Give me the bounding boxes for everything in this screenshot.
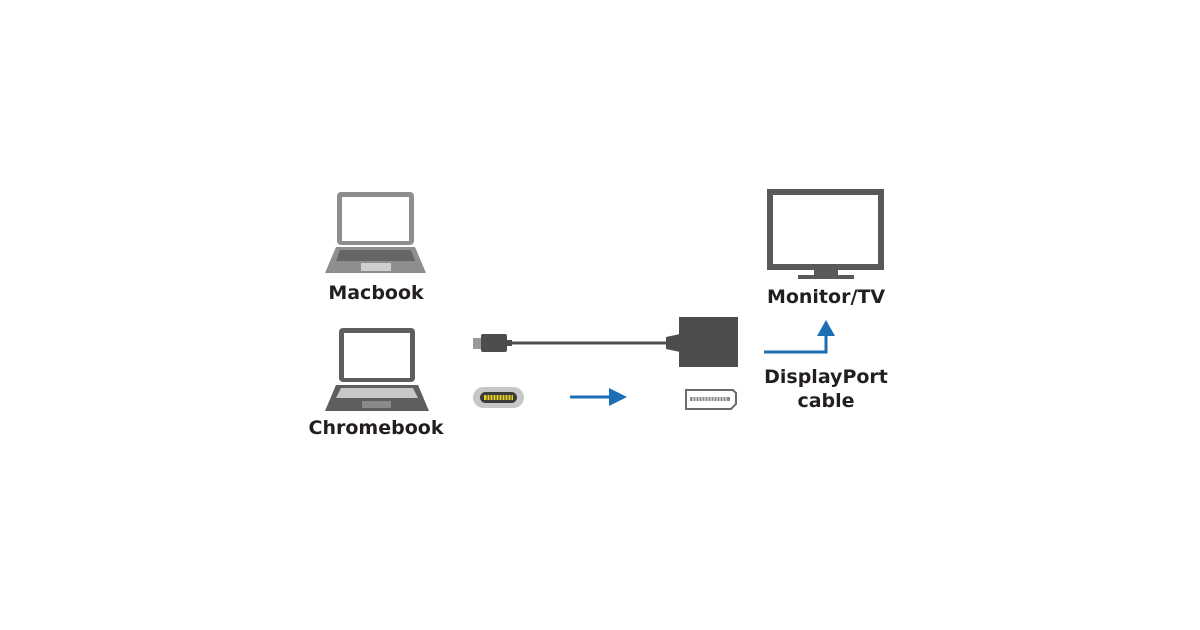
adapter-box: [679, 317, 738, 367]
chromebook-laptop-icon: [325, 328, 429, 411]
arrow-right-icon: [570, 388, 627, 406]
displayport-port-icon: [685, 389, 737, 410]
cable-label-line2: cable: [797, 390, 855, 412]
monitor-label: Monitor/TV: [766, 286, 886, 308]
cable-label-line1: DisplayPort: [764, 366, 888, 388]
arrow-up-icon: [764, 320, 835, 354]
adapter-cable: [473, 317, 738, 367]
usb-c-connector-icon: [473, 387, 524, 408]
macbook-laptop-icon: [325, 192, 426, 273]
monitor-icon: [767, 189, 884, 279]
chromebook-label: Chromebook: [308, 417, 444, 439]
macbook-label: Macbook: [328, 282, 424, 304]
